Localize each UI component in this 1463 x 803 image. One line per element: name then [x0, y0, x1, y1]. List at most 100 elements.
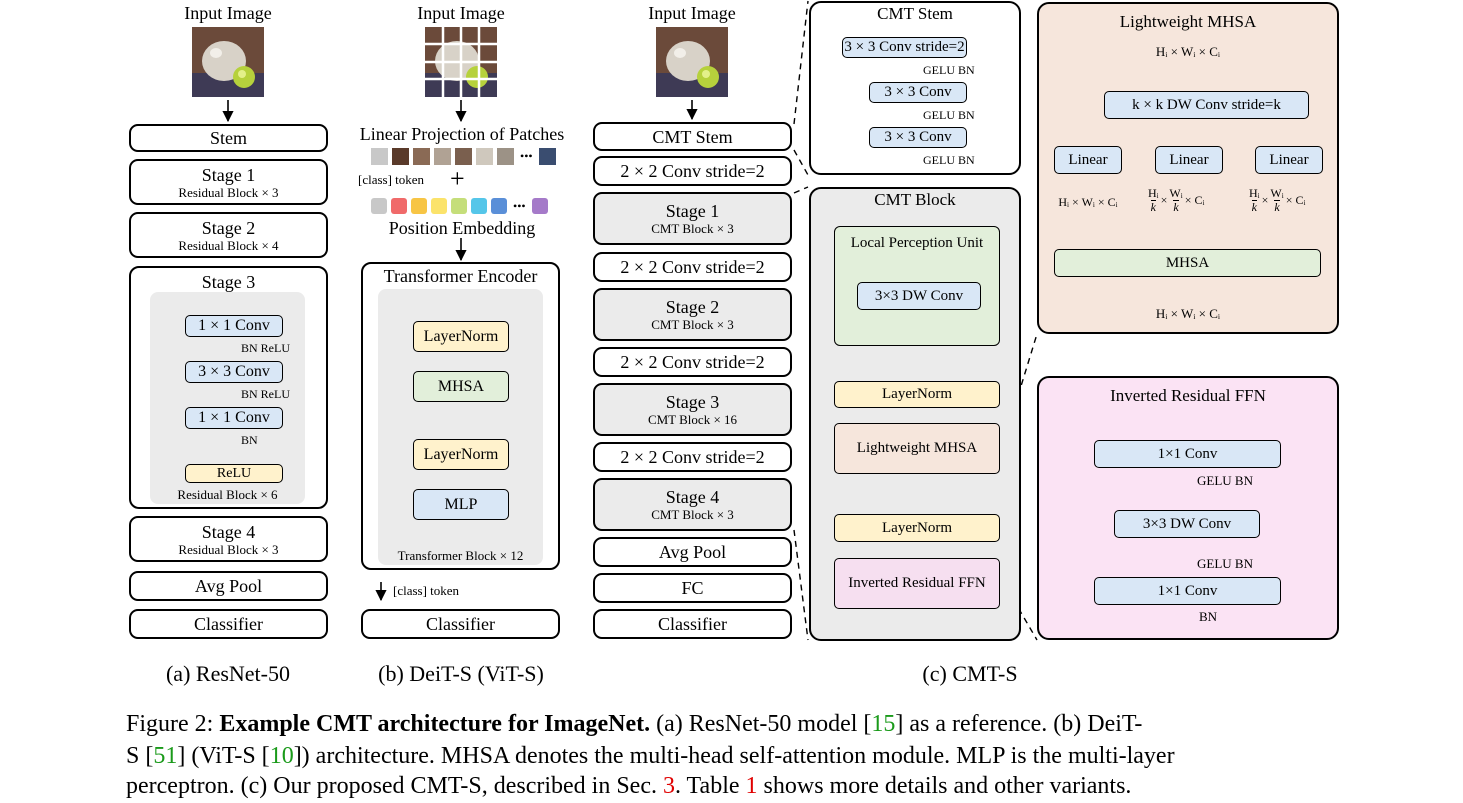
lmhsa-input-dim: Hᵢ × Wᵢ × Cᵢ — [1155, 44, 1221, 59]
deit-class-token-label: [class] token — [358, 172, 425, 187]
lmhsa-output-dim: Hᵢ × Wᵢ × Cᵢ — [1155, 306, 1221, 321]
cmt-avgpool: Avg Pool — [593, 537, 792, 567]
lmhsa-dwconv: k × k DW Conv stride=k — [1104, 91, 1309, 119]
cmt-downsample-1-label: 2 × 2 Conv stride=2 — [620, 161, 765, 181]
cmt-fc-label: FC — [681, 578, 704, 598]
deit-patch-ellipsis: ••• — [520, 149, 533, 163]
deit-patch — [392, 148, 409, 165]
resnet-bnrelu-2: BN ReLU — [241, 387, 290, 401]
caption-text: perceptron. (c) Our proposed CMT-S, desc… — [126, 773, 663, 799]
deit-pos-token — [391, 198, 407, 214]
irffn-conv-1: 1×1 Conv — [1094, 440, 1281, 468]
cmt-block-irffn: Inverted Residual FFN — [834, 558, 1000, 609]
lmhsa-dim-q: Hᵢ × Wᵢ × Cᵢ — [1058, 195, 1118, 209]
resnet-stage1-title: Stage 1 — [201, 164, 256, 185]
caption-text: (a) ResNet-50 model [ — [656, 711, 872, 737]
deit-pos-token — [431, 198, 447, 214]
lmhsa-dim-k-c: × Cᵢ — [1184, 192, 1205, 207]
cmt-stage3-title: Stage 3 — [665, 392, 720, 412]
cmt-block-layernorm-2: LayerNorm — [834, 514, 1000, 542]
deit-patch-row: ••• — [371, 148, 556, 165]
deit-pos-token — [411, 198, 427, 214]
resnet-classifier: Classifier — [129, 609, 328, 639]
cmt-lpu-dwconv: 3×3 DW Conv — [857, 282, 981, 310]
resnet-stage4-title: Stage 4 — [201, 521, 256, 542]
cmt-avgpool-label: Avg Pool — [658, 542, 727, 562]
lmhsa-dim-k-k2: k — [1173, 199, 1179, 214]
cmt-downsample-4-label: 2 × 2 Conv stride=2 — [620, 447, 765, 467]
deit-layernorm-2: LayerNorm — [413, 439, 509, 470]
deit-position-embedding-row: ••• — [371, 198, 548, 214]
cmt-stem-conv-stride: 3 × 3 Conv stride=2 — [842, 37, 967, 58]
figure-caption-line-2: S [51] (ViT-S [10]) architecture. MHSA d… — [126, 743, 1175, 770]
resnet-relu: ReLU — [185, 464, 283, 483]
deit-patch — [497, 148, 514, 165]
deit-patch — [455, 148, 472, 165]
lmhsa-linear-q: Linear — [1054, 146, 1122, 174]
lmhsa-dim-v-h: Hᵢ — [1249, 185, 1260, 200]
cmt-stem-gelu-1: GELU BN — [923, 63, 975, 77]
citation-link[interactable]: 51 — [153, 743, 178, 769]
cmt-stage1: Stage 1 CMT Block × 3 — [593, 192, 792, 245]
cmt-downsample-3: 2 × 2 Conv stride=2 — [593, 347, 792, 377]
cmt-fc: FC — [593, 573, 792, 603]
cmt-stage2-title: Stage 2 — [665, 297, 720, 317]
citation-link[interactable]: 10 — [269, 743, 294, 769]
deit-pos-token — [491, 198, 507, 214]
cmt-downsample-2: 2 × 2 Conv stride=2 — [593, 252, 792, 282]
resnet-stage3-sub: Residual Block × 6 — [177, 487, 278, 502]
resnet-avgpool-label: Avg Pool — [194, 576, 263, 596]
caption-text: ]) architecture. MHSA denotes the multi-… — [293, 743, 1175, 769]
resnet-stage2-sub: Residual Block × 4 — [178, 237, 279, 253]
cmt-input-label: Input Image — [648, 3, 736, 23]
resnet-bnrelu-1: BN ReLU — [241, 341, 290, 355]
cmt-stem-conv-3: 3 × 3 Conv — [869, 127, 967, 148]
cmt-stem-label: CMT Stem — [652, 126, 733, 147]
lmhsa-linear-v: Linear — [1255, 146, 1323, 174]
cmt-stage4-sub: CMT Block × 3 — [651, 507, 734, 522]
deit-classifier-label: Classifier — [426, 614, 495, 634]
irffn-panel-title: Inverted Residual FFN — [1110, 386, 1266, 405]
lmhsa-dim-v-c: × Cᵢ — [1285, 192, 1306, 207]
figure-number: Figure 2: — [126, 711, 214, 737]
table-link[interactable]: 1 — [745, 773, 758, 799]
lmhsa-linear-k: Linear — [1155, 146, 1223, 174]
deit-layernorm-1: LayerNorm — [413, 321, 509, 352]
deit-block-label: Transformer Block × 12 — [397, 548, 524, 563]
citation-link[interactable]: 15 — [871, 711, 896, 737]
lmhsa-dim-k-k1: k — [1150, 199, 1156, 214]
lmhsa-dim-k-x: × — [1160, 192, 1168, 207]
cmt-stem-gelu-3: GELU BN — [923, 153, 975, 167]
caption-text: ] (ViT-S [ — [177, 743, 270, 769]
deit-linear-projection: Linear Projection of Patches — [359, 124, 565, 144]
deit-patch — [413, 148, 430, 165]
cmt-stem-conv-2: 3 × 3 Conv — [869, 82, 967, 103]
deit-pos-ellipsis: ••• — [513, 198, 526, 213]
lmhsa-dim-v-k1: k — [1251, 199, 1257, 214]
resnet-stem: Stem — [129, 124, 328, 152]
cmt-stage3: Stage 3 CMT Block × 16 — [593, 383, 792, 436]
lmhsa-dim-v-w: Wᵢ — [1270, 185, 1284, 200]
resnet-stage1: Stage 1 Residual Block × 3 — [129, 159, 328, 205]
cmt-stage2-sub: CMT Block × 3 — [651, 317, 734, 332]
cmt-stage1-title: Stage 1 — [665, 201, 720, 221]
deit-input-label: Input Image — [417, 3, 505, 23]
irffn-conv-2: 1×1 Conv — [1094, 577, 1281, 605]
resnet-conv-3x3: 3 × 3 Conv — [185, 361, 283, 383]
resnet-conv-1x1-b: 1 × 1 Conv — [185, 407, 283, 429]
caption-text: S [ — [126, 743, 154, 769]
irffn-bn: BN — [1199, 609, 1218, 624]
resnet-bn: BN — [241, 433, 258, 447]
resnet-stage2: Stage 2 Residual Block × 4 — [129, 212, 328, 258]
lmhsa-dim-v-x: × — [1261, 192, 1269, 207]
deit-position-embedding: Position Embedding — [388, 218, 536, 238]
deit-patch — [434, 148, 451, 165]
deit-patch — [476, 148, 493, 165]
lmhsa-dim-v-k2: k — [1274, 199, 1280, 214]
deit-class-token-slot — [371, 148, 388, 165]
resnet-stage3-title: Stage 3 — [201, 272, 256, 292]
section-link[interactable]: 3 — [662, 773, 675, 799]
cmt-stage2: Stage 2 CMT Block × 3 — [593, 288, 792, 341]
deit-mhsa: MHSA — [413, 371, 509, 402]
